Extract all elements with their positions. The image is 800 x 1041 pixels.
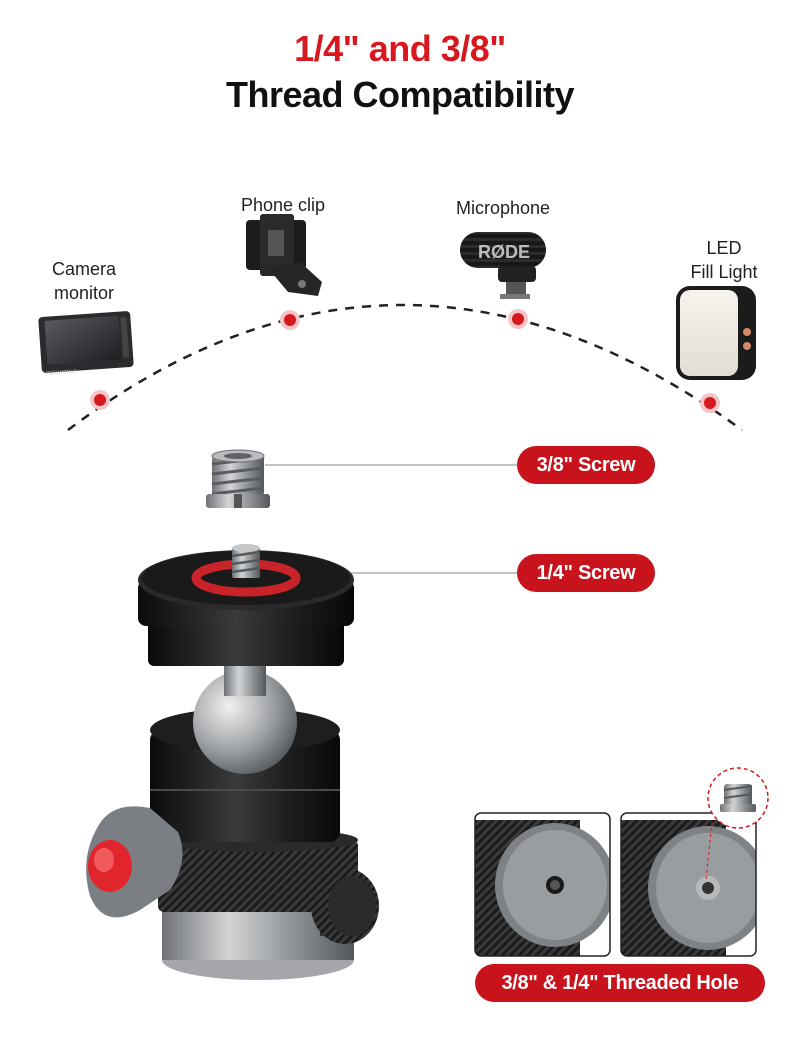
title-line-1: 1/4" and 3/8" [294,28,506,69]
title-line-2: Thread Compatibility [225,74,575,115]
led-light-image [676,286,756,380]
label-microphone: Microphone [455,198,551,218]
callout-14-screw: 1/4" Screw [517,554,655,592]
adapter-zoom-icon [705,767,769,881]
monitor-brand-text: FEELWORLD [46,369,77,377]
label-camera-monitor: Camera monitor [51,259,117,303]
camera-monitor-image: FEELWORLD [38,311,134,377]
callout-threaded-hole: 3/8" & 1/4" Threaded Hole [475,964,765,1002]
threaded-hole-inset-2 [621,813,756,956]
ball-head-image [86,544,379,980]
phone-clip-image [246,214,322,296]
microphone-image: RØDE [460,232,546,299]
compatibility-arc [67,303,743,432]
threaded-hole-inset-1 [475,813,610,956]
arc-marker-phone [280,310,300,330]
label-phone-clip: Phone clip [240,195,326,215]
label-led-fill-light: LED Fill Light [690,238,758,282]
adapter-screw-image [206,449,270,508]
mic-brand-text: RØDE [478,242,530,262]
arc-marker-mic [508,309,528,329]
arc-marker-led [700,393,720,413]
arc-marker-camera [90,390,110,410]
callout-38-screw: 3/8" Screw [517,446,655,484]
